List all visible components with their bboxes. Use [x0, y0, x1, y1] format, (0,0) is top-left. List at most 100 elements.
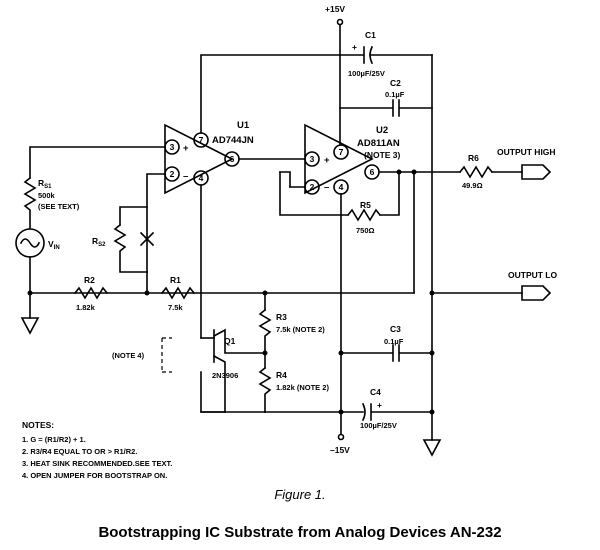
- r2-value: 1.82k: [76, 303, 96, 312]
- notes-title: NOTES:: [22, 420, 54, 430]
- feedback-left: [279, 171, 349, 216]
- u2-plus-sign: +: [324, 155, 330, 166]
- r3-ref: R3: [276, 312, 287, 322]
- vin-ref: VIN: [48, 239, 60, 251]
- u2-ref: U2: [376, 125, 388, 136]
- vin-sine-icon: [19, 238, 41, 248]
- schematic-diagram: 3 2 7 4 6 + – U1 AD744JN 3 2 7 4 6 + – U…: [15, 4, 557, 480]
- negative-rail: –15V: [330, 193, 350, 455]
- c1-plate-a: [339, 46, 365, 64]
- note4-label: (NOTE 4): [112, 351, 145, 360]
- c3-capacitor: C3 0.1µF: [338, 324, 435, 362]
- u2-op-amp: 3 2 7 4 6 + – U2 AD811AN (NOTE 3): [304, 123, 401, 195]
- u2-pin7: 7: [339, 147, 344, 157]
- neg-rail-label: –15V: [330, 445, 350, 455]
- c3-value: 0.1µF: [384, 337, 404, 346]
- r6-ref: R6: [468, 153, 479, 163]
- u1-v-plus-wire: [200, 54, 341, 134]
- rs2-resistor: [113, 223, 148, 273]
- c1-capacitor: + C1 100µF/25V: [339, 30, 433, 78]
- q1-ref: Q1: [224, 336, 236, 346]
- u1-pin3: 3: [170, 142, 175, 152]
- notes-block: NOTES: 1. G = (R1/R2) + 1. 2. R3/R4 EQUA…: [22, 420, 172, 480]
- ground-symbol-left: [20, 317, 40, 335]
- ground-symbol-right: [422, 439, 442, 457]
- u1-plus-sign: +: [183, 143, 189, 154]
- r1-ref: R1: [170, 275, 181, 285]
- u1-op-amp: 3 2 7 4 6 + – U1 AD744JN: [164, 120, 254, 195]
- u1-ref: U1: [237, 120, 250, 131]
- u2-pin7-circle: [333, 144, 349, 160]
- c1-value: 100µF/25V: [348, 69, 385, 78]
- r4-ref: R4: [276, 370, 287, 380]
- output-high-label: OUTPUT HIGH: [497, 147, 556, 157]
- r2-resistor: [73, 286, 109, 300]
- u2-part: AD811AN: [357, 138, 400, 149]
- c2-capacitor: C2 0.1µF: [339, 78, 433, 117]
- r3-resistor: [258, 308, 272, 354]
- c1-plus: +: [352, 42, 357, 52]
- r4-resistor: [258, 366, 272, 413]
- c4-plus: +: [377, 400, 382, 410]
- u1-pin2: 2: [170, 169, 175, 179]
- u2-pin4: 4: [339, 182, 344, 192]
- figure-label: Figure 1.: [274, 487, 326, 502]
- jumper-x-icon: [139, 231, 155, 247]
- c2-value: 0.1µF: [385, 90, 405, 99]
- q1-part: 2N3906: [212, 371, 238, 380]
- output-lo-connector: [521, 285, 552, 301]
- note-item: 1. G = (R1/R2) + 1.: [22, 435, 86, 444]
- rs1-resistor: [23, 176, 37, 229]
- u2-pin2: 2: [310, 182, 315, 192]
- pos-rail-terminal: [336, 18, 344, 26]
- note-item: 4. OPEN JUMPER FOR BOOTSTRAP ON.: [22, 471, 167, 480]
- rs2-ref: RS2: [92, 236, 106, 248]
- u2-minus-sign: –: [324, 182, 329, 193]
- u1-minus-sign: –: [183, 171, 188, 182]
- c2-plate-a: [339, 99, 394, 117]
- output-lo-label: OUTPUT LO: [508, 270, 557, 280]
- rs1-ref: RS1: [38, 178, 52, 190]
- c3-ref: C3: [390, 324, 401, 334]
- c1-ref: C1: [365, 30, 376, 40]
- r6-resistor: [458, 165, 494, 179]
- q1-collector: [212, 354, 226, 413]
- c2-ref: C2: [390, 78, 401, 88]
- output-high-connector: [521, 164, 552, 180]
- u1-minus-input-wire: [146, 173, 166, 294]
- r5-value: 750Ω: [356, 226, 375, 235]
- u1-plus-input-wire: [29, 146, 166, 179]
- note-item: 3. HEAT SINK RECOMMENDED.SEE TEXT.: [22, 459, 172, 468]
- bottom-wire: [200, 371, 364, 413]
- page-caption: Bootstrapping IC Substrate from Analog D…: [98, 524, 502, 541]
- input-network: RS1 500k (SEE TEXT) VIN R2 1.82k RS2 R1 …: [15, 146, 196, 335]
- feedback-right: [379, 171, 400, 216]
- r1-value: 7.5k: [168, 303, 183, 312]
- positive-rail: +15V: [200, 4, 345, 146]
- u1-triangle: [164, 123, 234, 195]
- c4-value: 100µF/25V: [360, 421, 397, 430]
- c4-ref: C4: [370, 387, 381, 397]
- junction-u2-out: [396, 169, 402, 175]
- rs1-value: 500k: [38, 191, 56, 200]
- pos-rail-label: +15V: [325, 4, 345, 14]
- u1-pin6: 6: [230, 154, 235, 164]
- q1-emitter: [212, 328, 266, 354]
- r2-ref: R2: [84, 275, 95, 285]
- u1-pin7: 7: [199, 135, 204, 145]
- neg-rail-terminal: [337, 433, 345, 441]
- u2-pin6: 6: [370, 167, 375, 177]
- r6-value: 49.9Ω: [462, 181, 483, 190]
- note-item: 2. R3/R4 EQUAL TO OR > R1/R2.: [22, 447, 137, 456]
- r5-resistor: [346, 208, 382, 222]
- u2-note: (NOTE 3): [364, 150, 401, 160]
- c4-capacitor: + C4 100µF/25V: [338, 387, 435, 430]
- u2-pin3: 3: [310, 154, 315, 164]
- r5-ref: R5: [360, 200, 371, 210]
- rs1-note: (SEE TEXT): [38, 202, 80, 211]
- u1-pin4: 4: [199, 173, 204, 183]
- r4-value: 1.82k (NOTE 2): [276, 383, 329, 392]
- r5-feedback: R5 750Ω: [279, 169, 402, 235]
- r1-resistor: [160, 286, 196, 300]
- r3-value: 7.5k (NOTE 2): [276, 325, 325, 334]
